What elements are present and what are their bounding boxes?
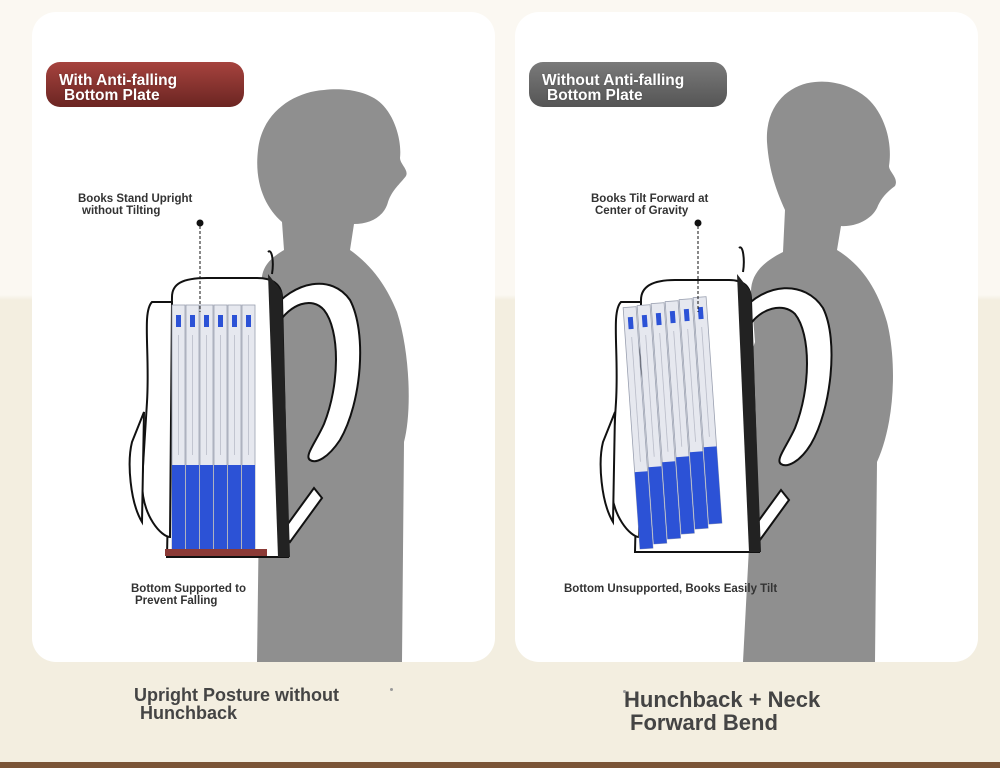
without-plate-badge: Without Anti-falling Bottom Plate	[529, 62, 727, 107]
hunchback-caption: Hunchback + Neck Forward Bend	[624, 688, 820, 734]
backpack-illustration-with-plate	[128, 89, 409, 662]
bottom-bar	[0, 762, 1000, 768]
badge-line: Without Anti-falling	[542, 72, 685, 89]
caption-line: Forward Bend	[630, 710, 778, 735]
note-line: Prevent Falling	[135, 595, 218, 607]
upright-posture-caption: Upright Posture without Hunchback	[134, 686, 339, 722]
note-line: Center of Gravity	[595, 205, 689, 217]
book-spine	[199, 304, 214, 550]
caption-line: Upright Posture without	[134, 685, 339, 705]
pointer-dot	[694, 219, 702, 227]
note-line: Books Tilt Forward at	[591, 193, 709, 205]
bottom-supported-note: Bottom Supported to Prevent Falling	[131, 583, 246, 607]
books-tilt-note: Books Tilt Forward at Center of Gravity	[591, 193, 708, 217]
comparison-panel-with-plate: With Anti-falling Bottom Plate Books Sta…	[32, 12, 495, 662]
book-spine	[213, 304, 228, 550]
backpack-strap	[268, 282, 362, 463]
book-spine	[636, 304, 668, 545]
bottom-unsupported-note: Bottom Unsupported, Books Easily Tilt	[564, 583, 777, 595]
comparison-panel-without-plate: Without Anti-falling Bottom Plate Books …	[515, 12, 978, 662]
book-spine	[664, 300, 695, 535]
note-line: Bottom Unsupported, Books Easily Tilt	[564, 583, 778, 595]
book-spine	[650, 302, 681, 540]
pointer-dot	[196, 219, 204, 227]
book-spine	[678, 298, 709, 530]
book-spine	[241, 304, 256, 550]
books-tilted	[622, 296, 723, 550]
backpack-illustration-without-plate	[599, 81, 896, 662]
badge-line: Bottom Plate	[64, 87, 160, 104]
book-spine	[692, 296, 723, 525]
book-spine	[227, 304, 242, 550]
speck	[390, 688, 393, 691]
anti-fall-bottom-plate	[165, 549, 267, 556]
book-spine	[622, 306, 654, 550]
caption-line: Hunchback + Neck	[624, 687, 821, 712]
backpack-strap	[739, 287, 833, 467]
badge-line: With Anti-falling	[59, 72, 178, 89]
books-upright	[171, 304, 256, 550]
note-line: Books Stand Upright	[78, 193, 193, 205]
note-line: Bottom Supported to	[131, 583, 246, 595]
books-upright-note: Books Stand Upright without Tilting	[78, 193, 192, 217]
with-plate-badge: With Anti-falling Bottom Plate	[46, 62, 244, 107]
speck	[623, 690, 626, 693]
note-line: without Tilting	[82, 205, 161, 217]
caption-line: Hunchback	[140, 703, 238, 723]
book-spine	[185, 304, 200, 550]
badge-line: Bottom Plate	[547, 87, 643, 104]
book-spine	[171, 304, 186, 550]
